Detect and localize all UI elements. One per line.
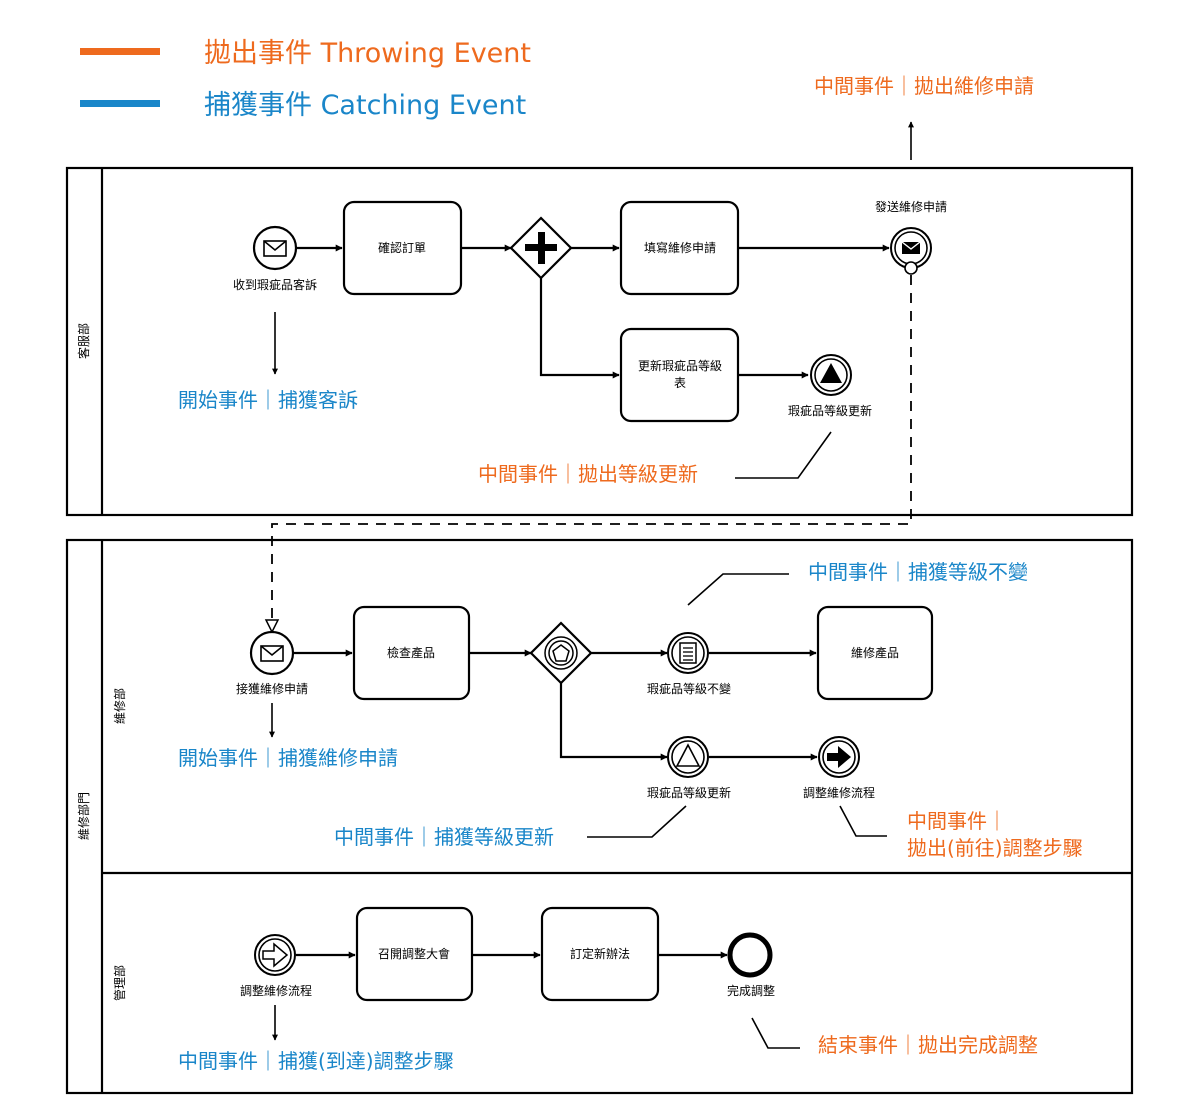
triangle-icon [675,743,701,767]
label-hold-meeting: 召開調整大會 [378,946,450,961]
annotation-end-throw-complete: 結束事件｜拋出完成調整 [751,1017,1038,1057]
task-hold-meeting[interactable]: 召開調整大會 [355,906,474,1002]
svg-text:中間事件｜捕獲等級不變: 中間事件｜捕獲等級不變 [808,560,1028,584]
label-set-new-method: 訂定新辦法 [570,946,630,961]
svg-text:結束事件｜拋出完成調整: 結束事件｜拋出完成調整 [818,1033,1038,1057]
label-fill-request: 填寫維修申請 [644,240,716,255]
start-event-receive-complaint[interactable]: 收到瑕疵品客訴 [233,225,317,292]
filled-arrow-right-icon [827,746,851,768]
annotation-throw-grade-update: 中間事件｜拋出等級更新 [478,431,832,486]
svg-text:中間事件｜捕獲(到達)調整步驟: 中間事件｜捕獲(到達)調整步驟 [178,1049,454,1073]
parallel-gateway[interactable] [509,216,573,280]
message-flow-arrowhead [264,619,280,634]
message-flow-repair-request [271,275,912,620]
filled-triangle-icon [820,363,842,383]
repair-flows [294,649,818,761]
boundary-connector [904,261,918,275]
label-receive-request: 接獲維修申請 [236,681,308,696]
filled-envelope-icon [901,241,921,254]
label-grade-unchanged: 瑕疵品等級不變 [647,681,731,696]
throwing-legend-swatch [80,48,160,55]
annotation-start-catch-request: 開始事件｜捕獲維修申請 [178,703,398,770]
intermediate-throw-adjust-flow[interactable]: 調整維修流程 [803,736,875,800]
task-update-grade-table[interactable]: 更新瑕疵品等級 表 [619,327,740,423]
intermediate-throw-send-request[interactable]: 發送維修申請 [875,199,947,275]
task-inspect-product[interactable]: 檢查產品 [352,605,471,701]
pool-maintenance: 維修部門 維修部 管理部 [65,538,1134,1095]
label-update-table-line2: 表 [674,376,686,390]
event-based-gateway[interactable] [529,621,593,685]
pool-label-customer-service: 客服部 [76,323,91,359]
task-repair-product[interactable]: 維修產品 [816,605,934,701]
label-adjust-flow-catch: 調整維修流程 [240,983,312,998]
pentagon-icon [552,644,570,662]
svg-text:開始事件｜捕獲客訴: 開始事件｜捕獲客訴 [178,388,358,412]
svg-text:拋出(前往)調整步驟: 拋出(前往)調整步驟 [907,836,1083,860]
catching-legend-swatch [80,100,160,107]
annotation-throw-goto: 中間事件｜ 拋出(前往)調整步驟 [839,805,1083,860]
svg-text:中間事件｜: 中間事件｜ [907,809,1007,833]
label-complete-adjust: 完成調整 [727,983,775,998]
annotation-catch-grade-unchanged: 中間事件｜捕獲等級不變 [687,560,1028,606]
label-inspect-product: 檢查產品 [387,645,435,660]
document-icon [679,642,697,664]
intermediate-throw-grade-updated[interactable]: 瑕疵品等級更新 [788,354,872,418]
annotation-catch-arrive: 中間事件｜捕獲(到達)調整步驟 [178,1005,454,1073]
label-adjust-flow-throw: 調整維修流程 [803,785,875,800]
svg-text:中間事件｜捕獲等級更新: 中間事件｜捕獲等級更新 [334,825,554,849]
end-event-complete-adjust[interactable]: 完成調整 [727,932,775,998]
label-confirm-order: 確認訂單 [378,240,426,255]
plus-icon [525,232,557,264]
pool-customer-service: 客服部 [65,166,1134,517]
svg-text:中間事件｜拋出等級更新: 中間事件｜拋出等級更新 [478,462,698,486]
label-receive-complaint: 收到瑕疵品客訴 [233,277,317,292]
task-set-new-method[interactable]: 訂定新辦法 [540,906,660,1002]
label-grade-updated-bottom: 瑕疵品等級更新 [647,785,731,800]
lane-label-management: 管理部 [112,965,127,1001]
intermediate-catch-grade-updated[interactable]: 瑕疵品等級更新 [647,736,731,800]
top-flows [297,244,890,379]
svg-text:中間事件｜拋出維修申請: 中間事件｜拋出維修申請 [814,74,1034,98]
throwing-legend-label: 拋出事件 Throwing Event [204,38,531,69]
annotation-start-catch-complaint: 開始事件｜捕獲客訴 [178,312,358,412]
legend: 拋出事件 Throwing Event 捕獲事件 Catching Event [80,38,531,121]
task-fill-request[interactable]: 填寫維修申請 [619,200,740,296]
start-event-receive-request[interactable]: 接獲維修申請 [236,630,308,696]
intermediate-catch-adjust-flow[interactable]: 調整維修流程 [240,934,312,998]
annotation-throw-request: 中間事件｜拋出維修申請 [814,74,1034,160]
svg-text:開始事件｜捕獲維修申請: 開始事件｜捕獲維修申請 [178,746,398,770]
label-repair-product: 維修產品 [851,645,899,660]
envelope-icon [263,240,287,257]
label-update-table-line1: 更新瑕疵品等級 [638,358,722,373]
envelope-icon [260,645,284,662]
catching-legend-label: 捕獲事件 Catching Event [204,90,526,121]
pool-label-maintenance: 維修部門 [76,792,91,840]
arrow-right-icon [262,942,289,968]
label-send-request: 發送維修申請 [875,199,947,214]
task-confirm-order[interactable]: 確認訂單 [342,200,463,296]
intermediate-catch-grade-unchanged[interactable]: 瑕疵品等級不變 [647,632,731,696]
label-grade-updated-top: 瑕疵品等級更新 [788,403,872,418]
lane-label-repair: 維修部 [112,688,127,724]
annotation-catch-grade-update: 中間事件｜捕獲等級更新 [334,805,687,849]
